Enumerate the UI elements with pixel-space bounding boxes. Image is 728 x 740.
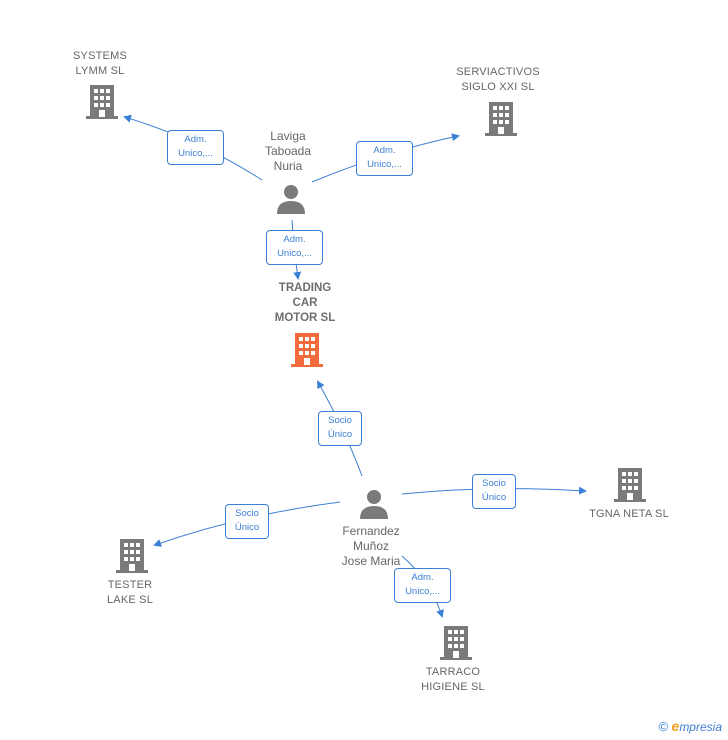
building-icon[interactable] bbox=[614, 467, 646, 503]
edge-label-line: Único bbox=[327, 429, 353, 440]
edge-label-fernandez-tester[interactable]: Socio Único bbox=[225, 504, 269, 539]
building-icon[interactable] bbox=[485, 101, 517, 137]
edge-label-line: Socio bbox=[235, 508, 259, 519]
brand-name: mpresia bbox=[679, 720, 722, 734]
person-icon[interactable] bbox=[275, 183, 307, 215]
building-icon[interactable] bbox=[86, 84, 118, 120]
node-label-fernandez[interactable]: Fernandez Muñoz Jose Maria bbox=[341, 524, 401, 568]
edge-label-line: Único bbox=[481, 492, 507, 503]
edge-label-line: Único bbox=[234, 522, 260, 533]
building-icon[interactable] bbox=[116, 538, 148, 574]
edge-label-fernandez-trading[interactable]: Socio Único bbox=[318, 411, 362, 446]
building-icon[interactable] bbox=[440, 625, 472, 661]
edge-label-line: Unico,... bbox=[367, 159, 402, 170]
edge-label-fernandez-tarraco[interactable]: Adm. Unico,... bbox=[394, 568, 451, 603]
brand-initial: e bbox=[671, 718, 680, 734]
edge-label-line: Unico,... bbox=[405, 586, 440, 597]
copyright-icon: © bbox=[658, 719, 669, 734]
edge-label-line: Adm. bbox=[283, 234, 306, 245]
node-label-tarraco[interactable]: TARRACO HIGIENE SL bbox=[421, 666, 485, 693]
edge-label-laviga-trading[interactable]: Adm. Unico,... bbox=[266, 230, 323, 265]
node-label-tester-lake[interactable]: TESTER LAKE SL bbox=[106, 579, 154, 606]
edge-label-line: Adm. bbox=[373, 145, 396, 156]
edge-label-laviga-serviactivos[interactable]: Adm. Unico,... bbox=[356, 141, 413, 176]
edge-label-line: Unico,... bbox=[178, 148, 213, 159]
building-icon[interactable] bbox=[291, 332, 323, 368]
brand-logo: © empresia bbox=[659, 718, 722, 734]
edge-label-line: Adm. bbox=[184, 134, 207, 145]
person-icon[interactable] bbox=[358, 488, 390, 520]
edge-label-line: Unico,... bbox=[277, 248, 312, 259]
node-label-trading-car[interactable]: TRADING CAR MOTOR SL bbox=[274, 282, 336, 324]
edge-label-line: Socio bbox=[482, 478, 506, 489]
node-label-laviga[interactable]: Laviga Taboada Nuria bbox=[264, 129, 312, 173]
edge-label-line: Socio bbox=[328, 415, 352, 426]
node-label-tgna-neta[interactable]: TGNA NETA SL bbox=[589, 508, 669, 520]
edge-label-laviga-systems[interactable]: Adm. Unico,... bbox=[167, 130, 224, 165]
node-label-systems-lymm[interactable]: SYSTEMS LYMM SL bbox=[73, 50, 127, 77]
edge-label-fernandez-tgna[interactable]: Socio Único bbox=[472, 474, 516, 509]
edge-label-line: Adm. bbox=[411, 572, 434, 583]
node-label-serviactivos[interactable]: SERVIACTIVOS SIGLO XXI SL bbox=[456, 66, 540, 93]
